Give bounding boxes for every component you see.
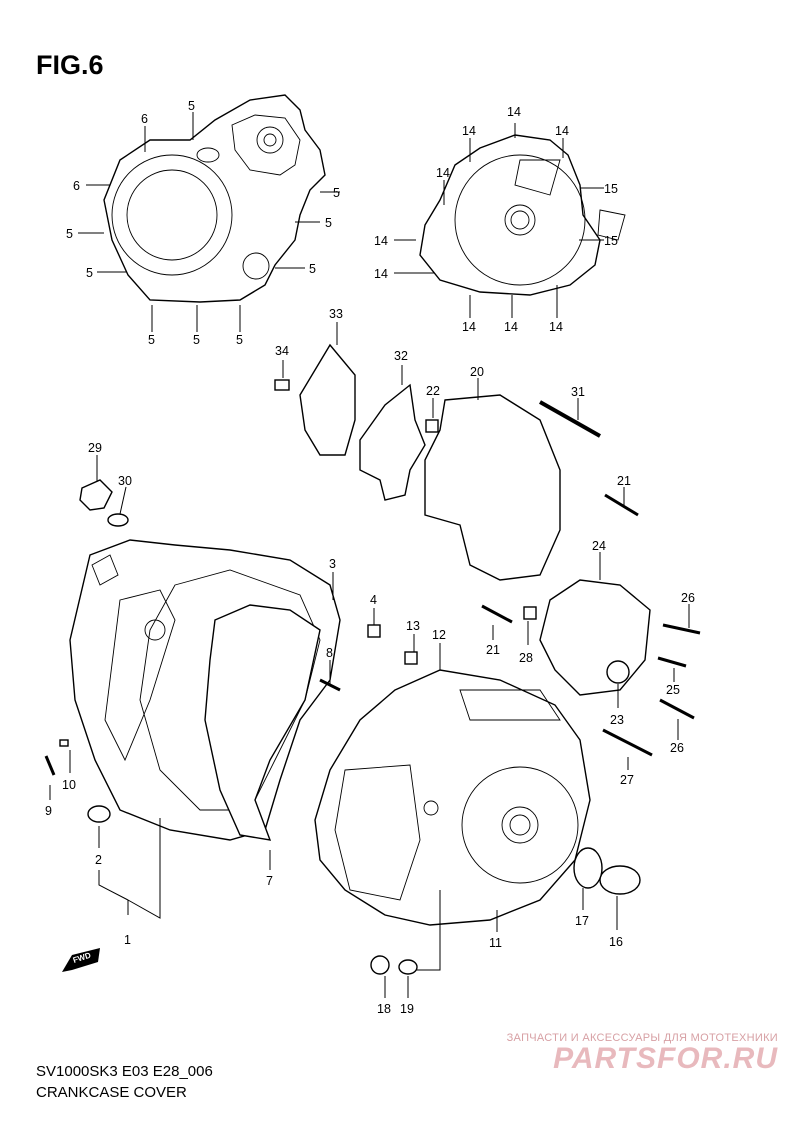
- callout-labels: 5 6 6 5 5 5 5 5 5 5 5 14 14 14 14 15 15 …: [45, 99, 695, 1016]
- diagram-subtitle: CRANKCASE COVER: [36, 1084, 187, 1101]
- watermark: ЗАПЧАСТИ И АКСЕССУАРЫ ДЛЯ МОТОТЕХНИКИ PA…: [507, 1032, 778, 1076]
- callout-16: 16: [609, 935, 623, 949]
- callout-14: 14: [549, 320, 563, 334]
- callout-26: 26: [681, 591, 695, 605]
- callout-5: 5: [66, 227, 73, 241]
- callout-2: 2: [95, 853, 102, 867]
- callout-14: 14: [555, 124, 569, 138]
- callout-6: 6: [141, 112, 148, 126]
- callout-14: 14: [504, 320, 518, 334]
- callout-5: 5: [86, 266, 93, 280]
- small-parts: [44, 379, 701, 975]
- callout-33: 33: [329, 307, 343, 321]
- callout-32: 32: [394, 349, 408, 363]
- plate-32: [359, 383, 426, 501]
- callout-9: 9: [45, 804, 52, 818]
- callout-15: 15: [604, 182, 618, 196]
- callout-23: 23: [610, 713, 624, 727]
- callout-5: 5: [236, 333, 243, 347]
- callout-4: 4: [370, 593, 377, 607]
- callout-10: 10: [62, 778, 76, 792]
- callout-28: 28: [519, 651, 533, 665]
- callout-24: 24: [592, 539, 606, 553]
- callout-21: 21: [486, 643, 500, 657]
- clutch-cover-outline: [103, 94, 326, 303]
- plate-33: [299, 343, 356, 456]
- gasket-3: [204, 604, 321, 841]
- callout-27: 27: [620, 773, 634, 787]
- watermark-tagline: ЗАПЧАСТИ И АКСЕССУАРЫ ДЛЯ МОТОТЕХНИКИ: [506, 1032, 778, 1044]
- callout-18: 18: [377, 1002, 391, 1016]
- callout-25: 25: [666, 683, 680, 697]
- callout-14: 14: [507, 105, 521, 119]
- callout-12: 12: [432, 628, 446, 642]
- callout-6: 6: [73, 179, 80, 193]
- callout-14: 14: [462, 320, 476, 334]
- callout-22: 22: [426, 384, 440, 398]
- callout-17: 17: [575, 914, 589, 928]
- callout-5: 5: [148, 333, 155, 347]
- callout-8: 8: [326, 646, 333, 660]
- callout-5: 5: [188, 99, 195, 113]
- callout-14: 14: [436, 166, 450, 180]
- callout-15: 15: [604, 234, 618, 248]
- callout-20: 20: [470, 365, 484, 379]
- callout-11: 11: [489, 936, 502, 950]
- callout-5: 5: [333, 186, 340, 200]
- callout-34: 34: [275, 344, 289, 358]
- callout-3: 3: [329, 557, 336, 571]
- callout-5: 5: [193, 333, 200, 347]
- pump-cover-24: [539, 579, 651, 696]
- figure-title: FIG.6: [36, 50, 104, 80]
- callout-14: 14: [374, 234, 388, 248]
- callout-14: 14: [462, 124, 476, 138]
- callout-29: 29: [88, 441, 102, 455]
- diagram-code: SV1000SK3 E03 E28_006: [36, 1063, 213, 1080]
- callout-7: 7: [266, 874, 273, 888]
- callout-13: 13: [406, 619, 420, 633]
- fwd-arrow-icon: FWD: [62, 948, 100, 972]
- generator-cover: [314, 669, 591, 926]
- callout-14: 14: [374, 267, 388, 281]
- watermark-logo: PARTSFOR.RU: [553, 1042, 778, 1075]
- leader-lines: [49, 112, 690, 998]
- callout-5: 5: [325, 216, 332, 230]
- callout-30: 30: [118, 474, 132, 488]
- callout-1: 1: [124, 933, 131, 947]
- callout-5: 5: [309, 262, 316, 276]
- generator-cover-outline: [419, 134, 626, 296]
- cover-20: [424, 394, 561, 581]
- callout-19: 19: [400, 1002, 414, 1016]
- callout-31: 31: [571, 385, 585, 399]
- callout-26: 26: [670, 741, 684, 755]
- callout-21: 21: [617, 474, 631, 488]
